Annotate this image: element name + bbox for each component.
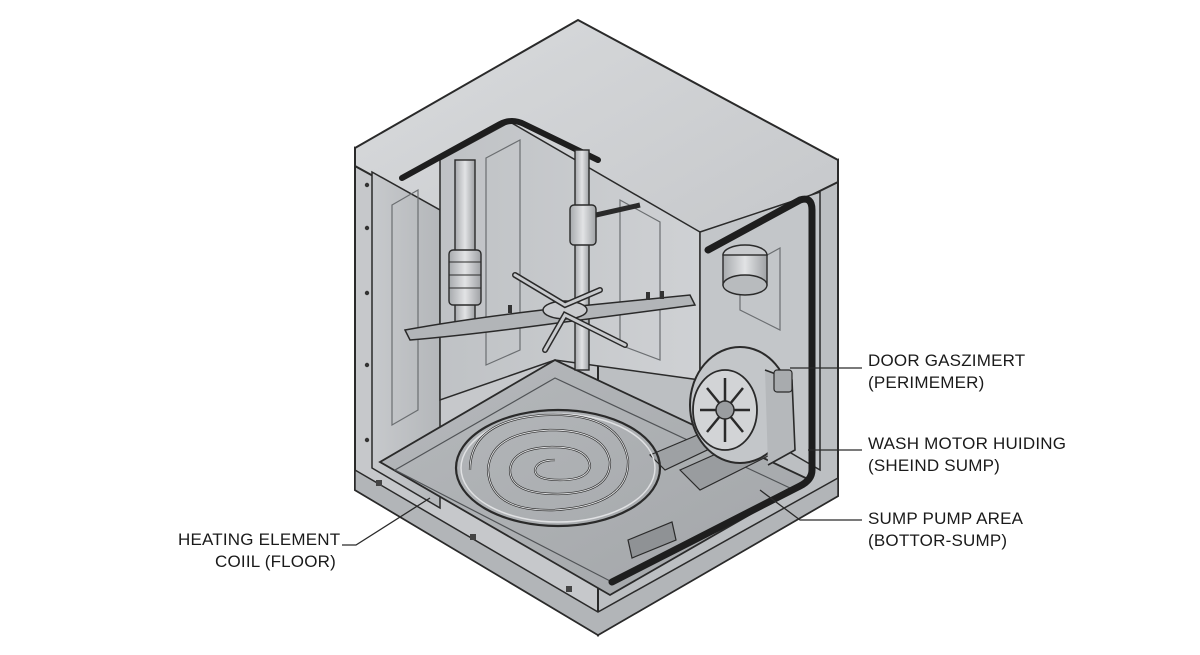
callout-leaders — [342, 367, 862, 546]
heating-element-label: HEATING ELEMENT COIIL (FLOOR) — [178, 529, 341, 573]
wash-motor-housing — [689, 346, 796, 466]
supply-pipes — [448, 149, 641, 371]
leader-heating-element — [342, 497, 431, 546]
wash-motor-label: WASH MOTOR HUIDING (SHEIND SUMP) — [868, 433, 1066, 477]
heating-element-label-line1: HEATING ELEMENT — [178, 530, 341, 549]
leader-sump-pump — [759, 489, 862, 521]
door-gasket-label-line1: DOOR GASZIMERT — [868, 351, 1026, 370]
sump-pump-label-line1: SUMP PUMP AREA — [868, 509, 1024, 528]
sump-pump-label-line2: (BOTTOR-SUMP) — [868, 531, 1008, 550]
door-gasket-label: DOOR GASZIMERT (PERIMEMER) — [868, 350, 1025, 394]
wash-motor-label-line2: (SHEIND SUMP) — [868, 456, 1000, 475]
wash-motor-label-line1: WASH MOTOR HUIDING — [868, 434, 1067, 453]
door-gasket-label-line2: (PERIMEMER) — [868, 373, 985, 392]
heating-element-coil — [454, 408, 662, 528]
door-gasket — [399, 118, 816, 586]
spray-arm — [403, 272, 697, 353]
upper-pump-fitting — [722, 244, 768, 296]
sump-pump-label: SUMP PUMP AREA (BOTTOR-SUMP) — [868, 508, 1023, 552]
heating-element-label-line2: COIIL (FLOOR) — [215, 552, 336, 571]
